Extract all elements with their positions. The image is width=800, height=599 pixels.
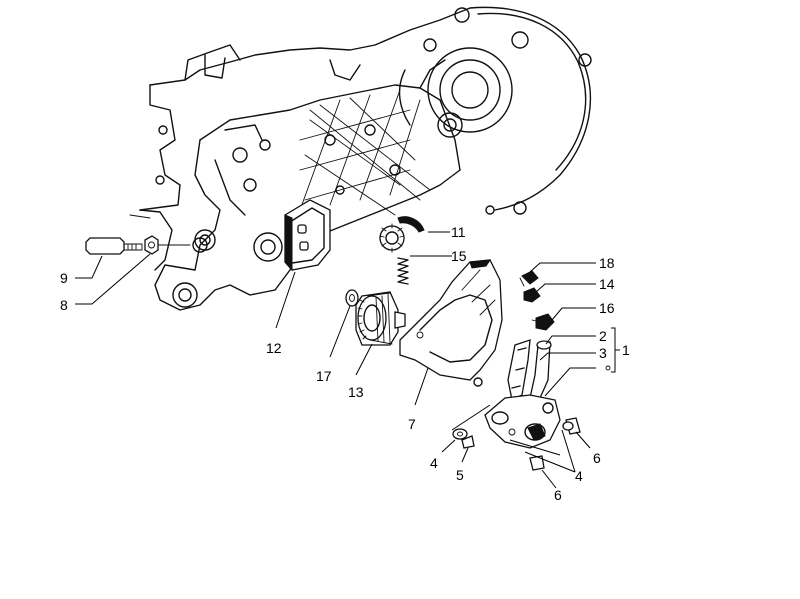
leader-lines (75, 231, 620, 489)
oil-pump-assembly (484, 339, 561, 449)
callout-18: 18 (599, 255, 615, 271)
callout-16: 16 (599, 300, 615, 316)
callout-17: 17 (316, 368, 332, 384)
clip-part-18 (519, 270, 539, 287)
bolt-part-9 (85, 237, 143, 255)
washer-part-17 (345, 289, 359, 307)
callout-8: 8 (60, 297, 68, 313)
callout-12: 12 (266, 340, 282, 356)
callout-6-lower: 6 (554, 487, 562, 503)
washer-part-4 (452, 428, 468, 440)
bolt-part-5 (461, 435, 475, 449)
callout-15: 15 (451, 248, 467, 264)
callout-14: 14 (599, 276, 615, 292)
callout-4-left: 4 (430, 455, 438, 471)
callout-1: 1 (622, 342, 630, 358)
crankcase-housing (129, 6, 592, 311)
callout-2: 2 (599, 328, 607, 344)
callout-labels: 9 8 11 15 12 17 13 7 18 14 16 2 3 1 4 5 … (60, 224, 630, 503)
nut-part-8 (144, 235, 208, 255)
callout-5: 5 (456, 467, 464, 483)
spring-part-15 (397, 257, 409, 285)
clamp-part-16 (531, 313, 555, 331)
cover-plate-part-7 (399, 259, 503, 387)
callout-7: 7 (408, 416, 416, 432)
callout-9: 9 (60, 270, 68, 286)
callout-13: 13 (348, 384, 364, 400)
bolt-part-6 (529, 417, 581, 471)
sprocket-part-11 (379, 216, 425, 253)
callout-4-right: 4 (575, 468, 583, 484)
tensioner-part-12 (284, 199, 331, 272)
gear-part-13 (355, 291, 406, 346)
callout-11: 11 (451, 224, 466, 240)
callout-3: 3 (599, 345, 607, 361)
callout-6-right: 6 (593, 450, 601, 466)
